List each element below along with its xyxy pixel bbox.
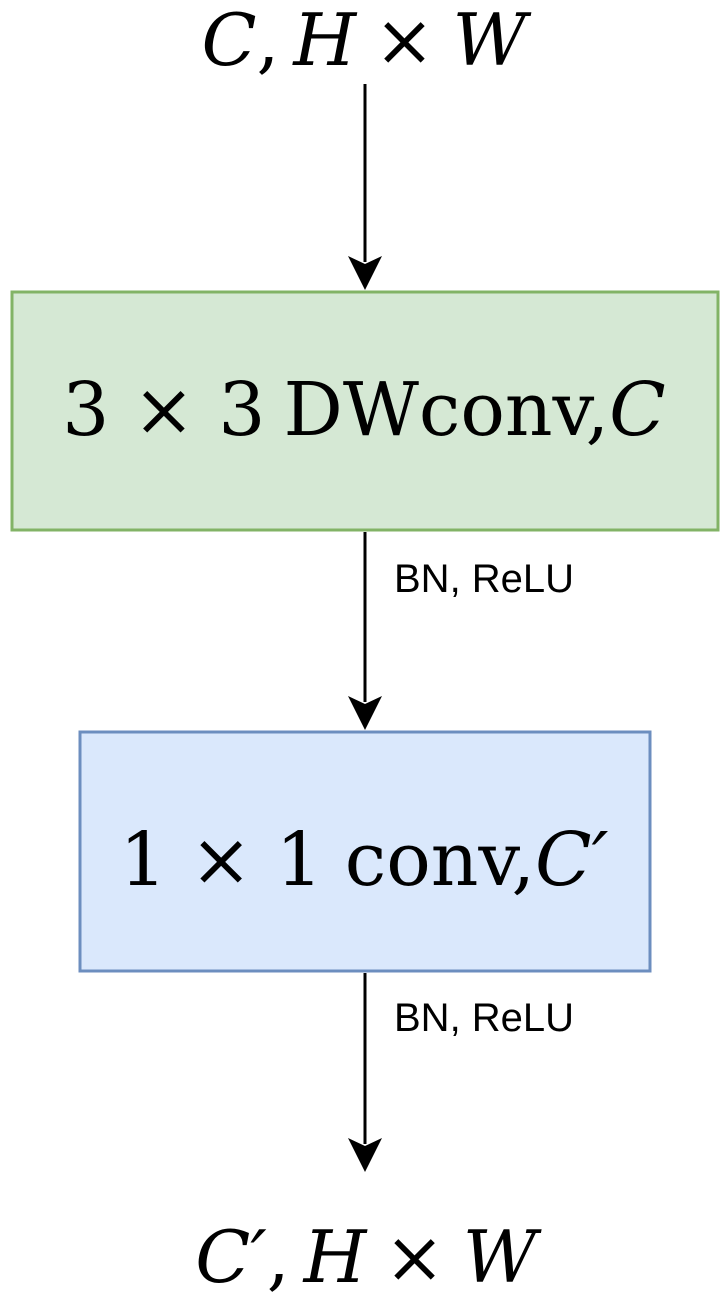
pwconv-kernel: 1 × 1 bbox=[120, 817, 323, 903]
input-channel: C bbox=[201, 0, 256, 82]
dwconv-kernel: 3 × 3 bbox=[62, 367, 265, 453]
pwconv-channel: C′ bbox=[535, 817, 609, 903]
pwconv-block: 1 × 1 conv,C′ bbox=[78, 730, 652, 973]
arrow-input-to-block1 bbox=[348, 84, 382, 290]
input-height: H bbox=[291, 0, 357, 82]
input-width: W bbox=[453, 0, 532, 82]
dwconv-op-prefix: DW bbox=[283, 367, 418, 453]
arrow-block1-to-block2 bbox=[348, 532, 382, 730]
output-channel: C′ bbox=[195, 1215, 266, 1299]
arrow-block2-to-output bbox=[348, 973, 382, 1172]
dwconv-channel: C bbox=[609, 367, 666, 453]
pwconv-block-box bbox=[78, 730, 652, 973]
output-separator: , bbox=[267, 1215, 290, 1299]
output-height: H bbox=[302, 1215, 368, 1299]
edge2-label: BN, ReLU bbox=[394, 996, 574, 1040]
dwconv-block-box bbox=[10, 290, 720, 532]
pwconv-block-label: 1 × 1 conv,C′ bbox=[120, 817, 609, 903]
output-times: × bbox=[384, 1215, 444, 1299]
input-times: × bbox=[374, 0, 434, 82]
pwconv-op: conv bbox=[345, 817, 521, 903]
output-shape-label: C′,H×W bbox=[195, 1215, 541, 1299]
output-width: W bbox=[463, 1215, 542, 1299]
dwconv-separator: , bbox=[586, 367, 610, 453]
edge1-label: BN, ReLU bbox=[394, 557, 574, 601]
input-separator: , bbox=[257, 0, 280, 82]
dwconv-op: conv bbox=[419, 367, 595, 453]
pwconv-separator: , bbox=[511, 817, 535, 903]
input-shape-label: C,H×W bbox=[201, 0, 531, 82]
